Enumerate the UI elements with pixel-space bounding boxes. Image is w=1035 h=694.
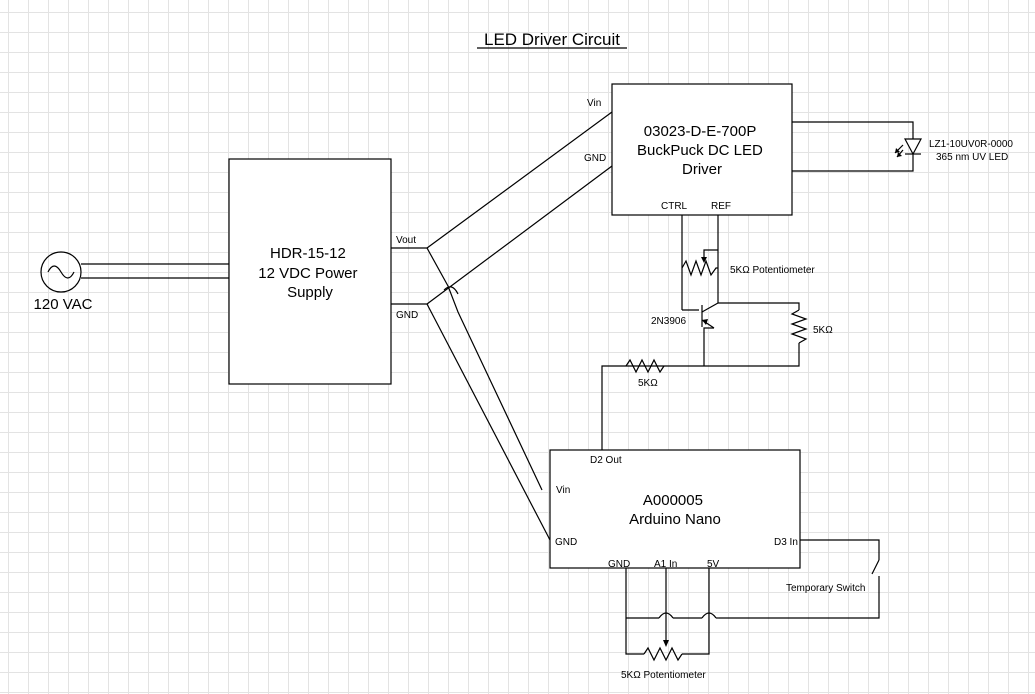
diagram-title: LED Driver Circuit <box>484 30 620 49</box>
led-wires <box>792 121 914 172</box>
switch-label: Temporary Switch <box>786 583 865 594</box>
arduino-label: A000005 Arduino Nano <box>629 492 721 528</box>
arduino-a1-pin: A1 In <box>654 559 677 570</box>
power-supply-gnd-pin: GND <box>396 310 418 321</box>
pot-bottom-resistor <box>643 646 683 662</box>
arduino-nano-block <box>549 449 801 569</box>
driver-vin-pin: Vin <box>587 98 601 109</box>
power-supply-block <box>228 158 392 385</box>
wire-hop-5v <box>701 612 717 619</box>
pot-top-label: 5KΩ Potentiometer <box>730 265 815 276</box>
power-supply-label: HDR-15-12 12 VDC Power Supply <box>258 245 361 301</box>
pot-top-wiper <box>703 249 718 258</box>
wire-gnd-driver-gnd <box>391 165 613 305</box>
res-right-label: 5KΩ <box>813 325 833 336</box>
wire-vout-driver-vin <box>391 111 613 249</box>
led-driver-label: 03023-D-E-700P BuckPuck DC LED Driver <box>637 123 767 178</box>
res-left-resistor <box>625 358 665 374</box>
transistor-label: 2N3906 <box>651 316 686 327</box>
ac-source-icon <box>40 251 82 293</box>
wire-right-res-top <box>718 302 800 310</box>
driver-ctrl-pin: CTRL <box>661 201 688 212</box>
wire-base-to-d2 <box>601 343 800 450</box>
wire-hop-a1 <box>658 612 674 619</box>
arduino-d2-pin: D2 Out <box>590 455 622 466</box>
led-part-label: LZ1-10UV0R-0000 365 nm UV LED <box>929 139 1016 163</box>
pot-bottom-label: 5KΩ Potentiometer <box>621 670 706 681</box>
wire-crossover-hop <box>443 286 459 295</box>
arduino-gnd-left-pin: GND <box>555 537 577 548</box>
wire-vout-arduino-vin <box>426 247 543 491</box>
arduino-5v-pin: 5V <box>707 559 720 570</box>
led-diode-icon <box>894 138 922 158</box>
wire-collector <box>703 327 714 366</box>
ac-source-label: 120 VAC <box>34 296 93 313</box>
transistor-pnp-icon <box>701 302 719 329</box>
wire-gnd-arduino-gnd <box>426 303 551 541</box>
wire-gnd-to-pot <box>625 568 644 655</box>
arduino-gnd-bottom-pin: GND <box>608 559 630 570</box>
wire-switch-return <box>719 576 880 619</box>
switch-lever-icon <box>871 559 880 575</box>
driver-gnd-pin: GND <box>584 153 606 164</box>
power-supply-vout-pin: Vout <box>396 235 416 246</box>
pot-top-wiper-arrow-icon <box>701 257 707 263</box>
pot-top-resistor <box>681 259 718 277</box>
wire-5v-to-pot <box>682 568 710 655</box>
driver-ref-pin: REF <box>711 201 731 212</box>
pot-bottom-wiper-arrow-icon <box>663 640 669 647</box>
arduino-d3-pin: D3 In <box>774 537 798 548</box>
res-right-resistor <box>790 309 808 344</box>
led-driver-block <box>611 83 793 216</box>
res-left-label: 5KΩ <box>638 378 658 389</box>
arduino-vin-pin: Vin <box>556 485 570 496</box>
wire-d3-switch <box>800 539 880 560</box>
